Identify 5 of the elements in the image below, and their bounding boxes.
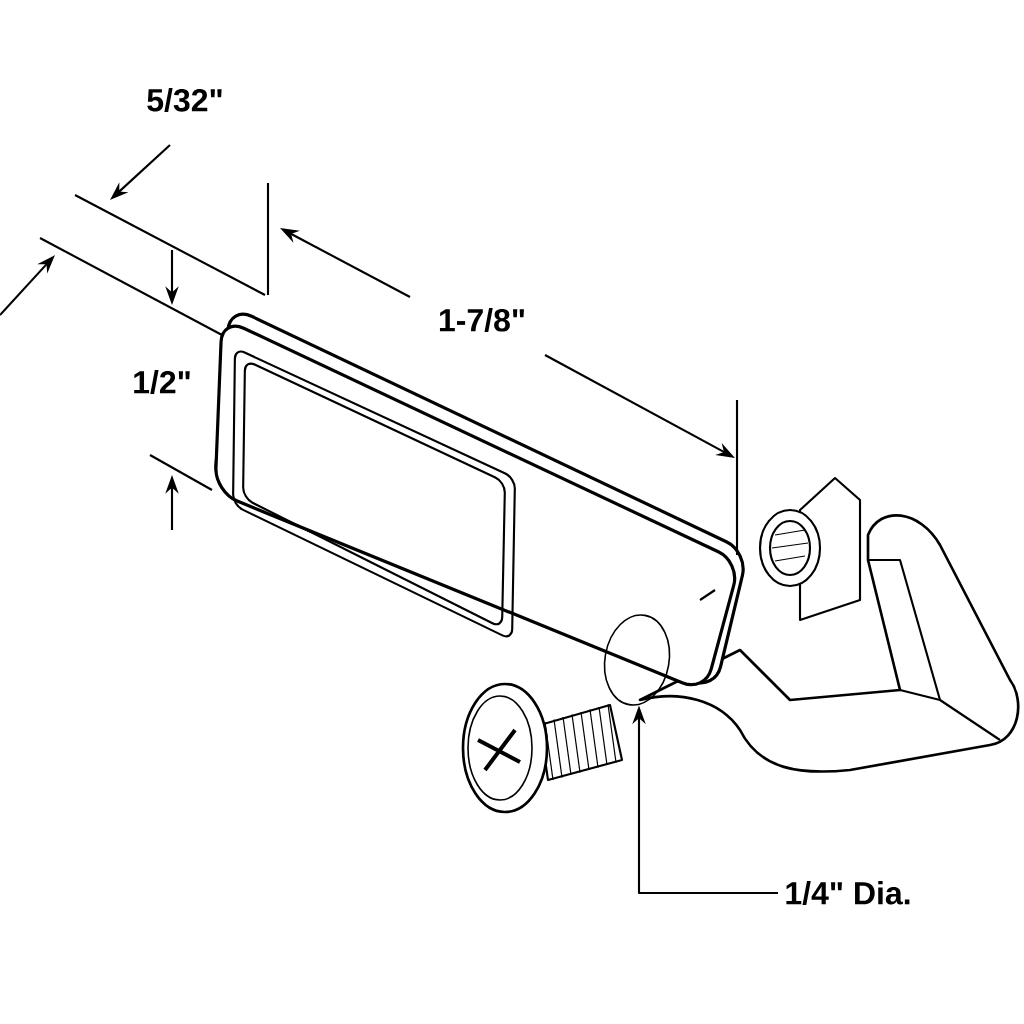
dimension-label: 1/4" Dia.: [786, 881, 910, 905]
screw-hole: [603, 614, 671, 706]
dimension-label: 1-7/8": [439, 308, 524, 332]
dimension-label: 1/2": [134, 370, 190, 394]
dimension-label: 5/32": [147, 88, 222, 112]
